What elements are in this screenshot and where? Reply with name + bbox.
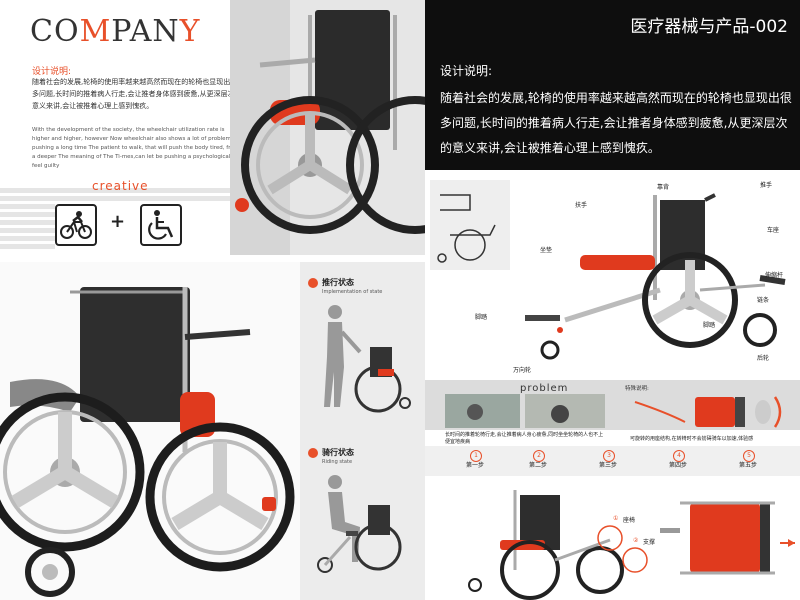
step-callout-label: 支撑 (643, 539, 656, 546)
step-label: 第二步 (528, 462, 547, 469)
step-callout-number: ① (613, 515, 619, 522)
step-number: 5 (743, 450, 755, 462)
stripe (0, 212, 55, 217)
step-label: 第四步 (668, 462, 687, 469)
company-logo: COMPANY (30, 14, 201, 49)
ride-state-image (317, 475, 402, 573)
callout-telescopic-rod: 伸缩杆 (765, 272, 784, 279)
wheelchair-front-image (0, 262, 300, 600)
description-panel: 医疗器械与产品-002 设计说明: 随着社会的发展,轮椅的使用率越来越高然而现在… (425, 0, 800, 170)
step-number: 2 (533, 450, 545, 462)
ride-state-subtitle: Riding state (322, 459, 353, 465)
stripe (0, 228, 55, 233)
stripe (0, 196, 300, 201)
step-label: 第一步 (465, 462, 484, 469)
wheelchair-rear-image (230, 0, 425, 255)
callout-seat: 坐垫 (540, 247, 553, 254)
step-callout-number: ② (633, 537, 639, 544)
rear-render-panel (230, 0, 425, 255)
stripe (0, 204, 55, 209)
step-callout-label: 座椅 (623, 517, 636, 524)
ride-state-title: 骑行状态 (322, 448, 354, 457)
callout-rear-wheel: 后轮 (757, 355, 770, 362)
push-state-title: 推行状态 (322, 278, 354, 287)
callout-chain: 链条 (757, 297, 770, 304)
stripe (0, 244, 55, 249)
callout-push-handle: 推手 (760, 182, 773, 189)
stripe (0, 236, 55, 241)
feature-caption: 可旋转的用座结构,在转椅时不会妨碍骑车以加速,体验感 (630, 436, 754, 442)
push-state-image (324, 305, 411, 413)
wheelchair-icon (140, 204, 182, 246)
callout-caster: 万向轮 (513, 367, 532, 374)
bicycle-icon (55, 204, 97, 246)
top-view-image (660, 501, 795, 575)
callout-footrest-left: 脚踏 (475, 314, 488, 321)
callout-footrest-right: 脚踏 (703, 322, 716, 329)
description-heading: 设计说明: (440, 64, 493, 78)
problem-photos (445, 394, 605, 428)
stripe (0, 188, 300, 193)
main-render-panel (0, 262, 300, 600)
push-state-icon (308, 278, 318, 288)
feature-title: 特殊说明: (625, 386, 649, 392)
intro-text-cn: 随着社会的发展,轮椅的使用率越来越高然而现在的轮椅也显现出很多问题,长时间的推着… (32, 78, 242, 110)
ride-state-icon (308, 448, 318, 458)
step-number: 3 (603, 450, 615, 462)
plus-sign: + (110, 211, 126, 232)
callout-saddle: 车座 (767, 227, 780, 234)
step-number: 4 (673, 450, 685, 462)
description-body: 随着社会的发展,轮椅的使用率越来越高然而现在的轮椅也显现出很多问题,长时间的推着… (440, 91, 792, 155)
problem-title: problem (520, 383, 569, 394)
step-number: 1 (470, 450, 482, 462)
callout-armrest: 扶手 (575, 202, 588, 209)
stripe (0, 220, 55, 225)
usage-states-panel: 推行状态 Implementation of state 骑行状态 Riding… (300, 262, 425, 600)
wheelchair-sketch-image (430, 180, 510, 270)
wheelchair-exploded-image (525, 193, 786, 360)
step-label: 第五步 (738, 462, 757, 469)
page-title: 医疗器械与产品-002 (630, 17, 788, 37)
intro-heading: 设计说明: (32, 67, 72, 77)
structure-panel: 扶手 靠背 推手 坐垫 车座 伸缩杆 链条 脚踏 脚踏 万向轮 后轮 probl… (425, 170, 800, 600)
intro-text-en: With the development of the society, the… (32, 127, 240, 169)
callout-backrest: 靠背 (657, 184, 670, 191)
step-label: 第三步 (598, 462, 617, 469)
rotating-seat-diagram (634, 396, 782, 428)
transform-sequence-image (468, 490, 648, 600)
creative-label: creative (92, 179, 149, 193)
problem-caption: 长时间的推着轮椅行走,会让推着病人身心疲惫,同时坐坐轮椅的人也不上便宜地疾病 (445, 432, 604, 445)
push-state-subtitle: Implementation of state (322, 289, 383, 295)
